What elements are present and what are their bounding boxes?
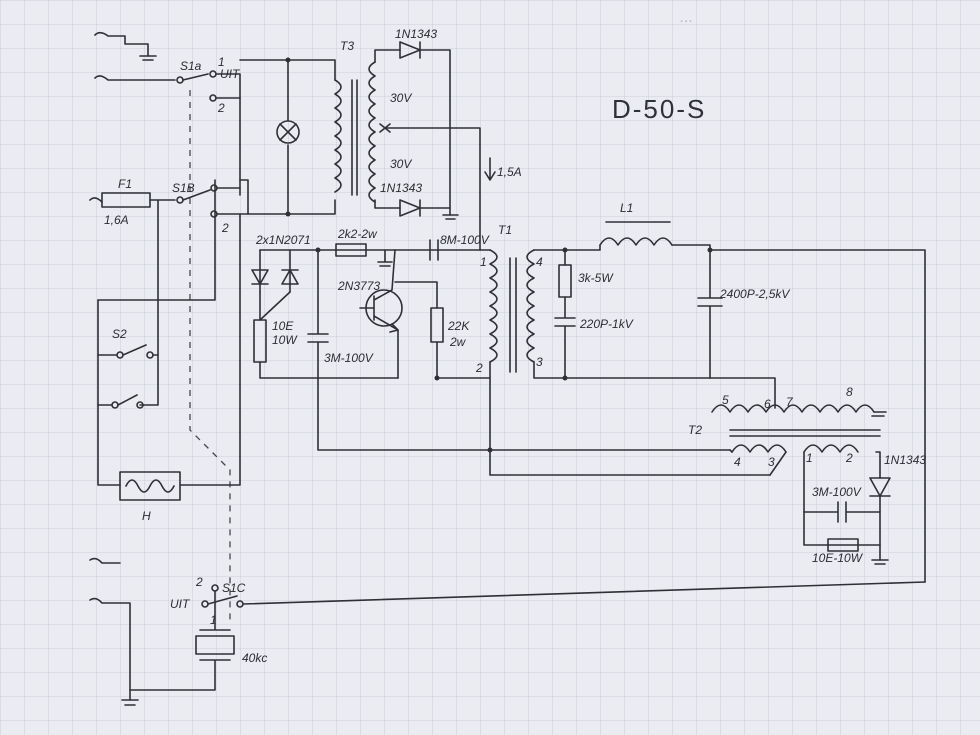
- label-t2-pin3: 3: [768, 455, 775, 469]
- label-t1-pin1: 1: [480, 255, 487, 269]
- label-s1c-pos1: 1: [210, 613, 217, 627]
- transformer-t3: [334, 61, 376, 203]
- label-diode-bottom: 1N1343: [380, 181, 422, 195]
- label-l1: L1: [620, 201, 633, 215]
- label-2400p: 2400P-2,5kV: [719, 287, 790, 301]
- faint-handwriting: ...: [680, 9, 693, 26]
- label-t2-pin8: 8: [846, 385, 853, 399]
- label-30v-a: 30V: [390, 91, 412, 105]
- mains-input: [94, 31, 241, 196]
- label-s1c: S1C: [222, 581, 246, 595]
- label-s1a: S1a: [180, 59, 202, 73]
- capacitor-8m: [429, 239, 439, 261]
- crystal-40kc: [195, 635, 235, 655]
- resistor-10e-b: [827, 538, 859, 552]
- label-transistor: 2N3773: [337, 279, 380, 293]
- label-t2-pin1: 1: [806, 451, 813, 465]
- label-t1: T1: [498, 223, 512, 237]
- switch-s2: [97, 344, 159, 409]
- label-t1-pin2: 2: [475, 361, 483, 375]
- label-t2-pin4: 4: [734, 455, 741, 469]
- label-s1a-pos1: 1: [218, 55, 225, 69]
- label-t1-pin3: 3: [536, 355, 543, 369]
- label-uit-1: UIT: [220, 67, 241, 81]
- label-t2-pin6: 6: [764, 397, 771, 411]
- diode-pair: [251, 249, 299, 293]
- label-h: H: [142, 509, 151, 523]
- label-2k2: 2k2-2w: [337, 227, 378, 241]
- label-22k: 22K: [447, 319, 470, 333]
- label-3m-b: 3M-100V: [812, 485, 862, 499]
- label-t1-pin4: 4: [536, 255, 543, 269]
- transformer-t1: [489, 249, 535, 373]
- resistor-2k2: [335, 243, 367, 257]
- transistor-2n3773: [359, 249, 403, 379]
- label-s1c-pos2: 2: [195, 575, 203, 589]
- pilot-lamp: [276, 120, 300, 144]
- heater-h: [119, 471, 181, 501]
- label-s1a-pos2: 2: [217, 101, 225, 115]
- fuse-f1: [89, 179, 249, 218]
- label-diodes: 2x1N2071: [255, 233, 311, 247]
- label-t2-pin2: 2: [845, 451, 853, 465]
- label-crystal: 40kc: [242, 651, 267, 665]
- label-t2-pin5: 5: [722, 393, 729, 407]
- label-t3: T3: [340, 39, 354, 53]
- schematic-title: D-50-S: [612, 94, 706, 124]
- label-f1-value: 1,6A: [104, 213, 129, 227]
- label-diode-top: 1N1343: [395, 27, 437, 41]
- label-t2: T2: [688, 423, 702, 437]
- label-3m: 3M-100V: [324, 351, 374, 365]
- label-s1b-pos2: 2: [221, 221, 229, 235]
- inductor-l1: [599, 237, 673, 246]
- label-uit-2: UIT: [170, 597, 191, 611]
- label-diode-right: 1N1343: [884, 453, 926, 467]
- label-t2-pin7: 7: [786, 395, 794, 409]
- label-8m: 8M-100V: [440, 233, 490, 247]
- transformer-t2: [711, 404, 881, 453]
- label-f1: F1: [118, 177, 132, 191]
- label-current: 1,5A: [497, 165, 522, 179]
- label-s2: S2: [112, 327, 127, 341]
- label-220p: 220P-1kV: [579, 317, 634, 331]
- label-10e: 10E: [272, 319, 294, 333]
- label-10e-w: 10W: [272, 333, 298, 347]
- label-s1b: S1B: [172, 181, 195, 195]
- label-30v-b: 30V: [390, 157, 412, 171]
- label-10e-b: 10E-10W: [812, 551, 864, 565]
- label-22k-w: 2w: [449, 335, 467, 349]
- label-3k: 3k-5W: [578, 271, 614, 285]
- ganged-switch-link: [189, 90, 231, 620]
